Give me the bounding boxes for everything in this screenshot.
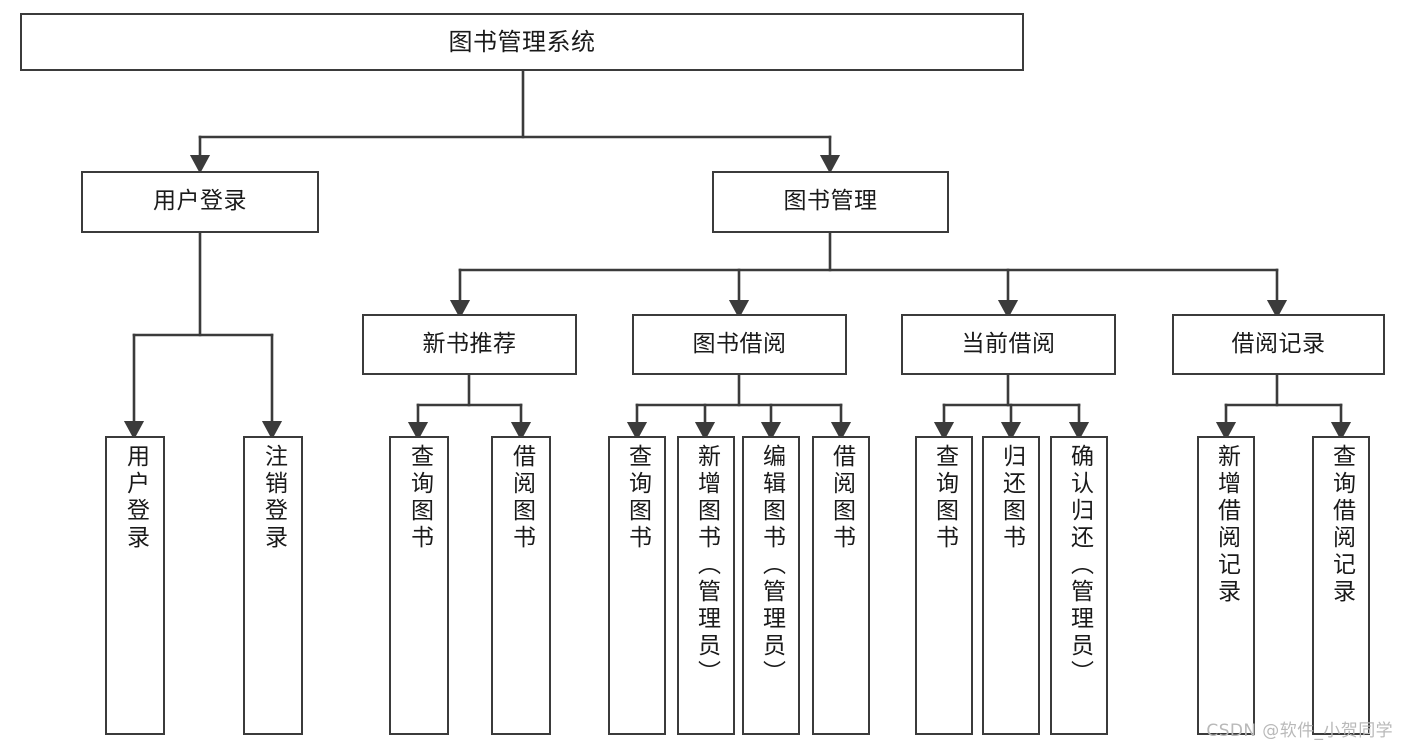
node-user-login[interactable]: 用户登录 — [81, 171, 319, 233]
node-leaf-query-record[interactable]: 查询借阅记录 — [1312, 436, 1370, 735]
node-leaf-add-book-label: 新增图书（管理员） — [693, 444, 720, 687]
node-current-borrow[interactable]: 当前借阅 — [901, 314, 1116, 375]
node-root[interactable]: 图书管理系统 — [20, 13, 1024, 71]
node-leaf-query-book-3-label: 查询图书 — [931, 444, 958, 552]
node-user-login-label: 用户登录 — [153, 188, 247, 215]
node-leaf-logout-label: 注销登录 — [260, 444, 287, 552]
node-book-borrow[interactable]: 图书借阅 — [632, 314, 847, 375]
node-leaf-add-book[interactable]: 新增图书（管理员） — [677, 436, 735, 735]
node-leaf-add-record[interactable]: 新增借阅记录 — [1197, 436, 1255, 735]
node-leaf-user-login-label: 用户登录 — [122, 444, 149, 552]
node-leaf-borrow-book-1[interactable]: 借阅图书 — [491, 436, 551, 735]
node-leaf-borrow-book-1-label: 借阅图书 — [508, 444, 535, 552]
node-leaf-query-book-2[interactable]: 查询图书 — [608, 436, 666, 735]
node-leaf-return-book[interactable]: 归还图书 — [982, 436, 1040, 735]
node-leaf-query-book-3[interactable]: 查询图书 — [915, 436, 973, 735]
csdn-watermark: CSDN @软件_小贺同学 — [1206, 721, 1393, 741]
node-leaf-logout[interactable]: 注销登录 — [243, 436, 303, 735]
node-book-manage[interactable]: 图书管理 — [712, 171, 949, 233]
node-borrow-record-label: 借阅记录 — [1231, 330, 1326, 357]
node-leaf-user-login[interactable]: 用户登录 — [105, 436, 165, 735]
node-root-label: 图书管理系统 — [448, 27, 596, 56]
node-leaf-borrow-book-2-label: 借阅图书 — [828, 444, 855, 552]
node-new-book-recommend[interactable]: 新书推荐 — [362, 314, 577, 375]
node-book-borrow-label: 图书借阅 — [692, 330, 787, 357]
node-leaf-query-record-label: 查询借阅记录 — [1328, 444, 1355, 606]
node-leaf-confirm-return[interactable]: 确认归还（管理员） — [1050, 436, 1108, 735]
node-book-manage-label: 图书管理 — [783, 188, 878, 215]
node-leaf-edit-book[interactable]: 编辑图书（管理员） — [742, 436, 800, 735]
node-borrow-record[interactable]: 借阅记录 — [1172, 314, 1385, 375]
node-leaf-query-book-2-label: 查询图书 — [624, 444, 651, 552]
node-leaf-confirm-return-label: 确认归还（管理员） — [1066, 444, 1093, 687]
node-current-borrow-label: 当前借阅 — [961, 330, 1056, 357]
node-leaf-query-book-1-label: 查询图书 — [406, 444, 433, 552]
node-leaf-edit-book-label: 编辑图书（管理员） — [758, 444, 785, 687]
node-leaf-return-book-label: 归还图书 — [998, 444, 1025, 552]
node-new-book-recommend-label: 新书推荐 — [422, 330, 517, 357]
node-leaf-query-book-1[interactable]: 查询图书 — [389, 436, 449, 735]
node-leaf-borrow-book-2[interactable]: 借阅图书 — [812, 436, 870, 735]
node-leaf-add-record-label: 新增借阅记录 — [1213, 444, 1240, 606]
